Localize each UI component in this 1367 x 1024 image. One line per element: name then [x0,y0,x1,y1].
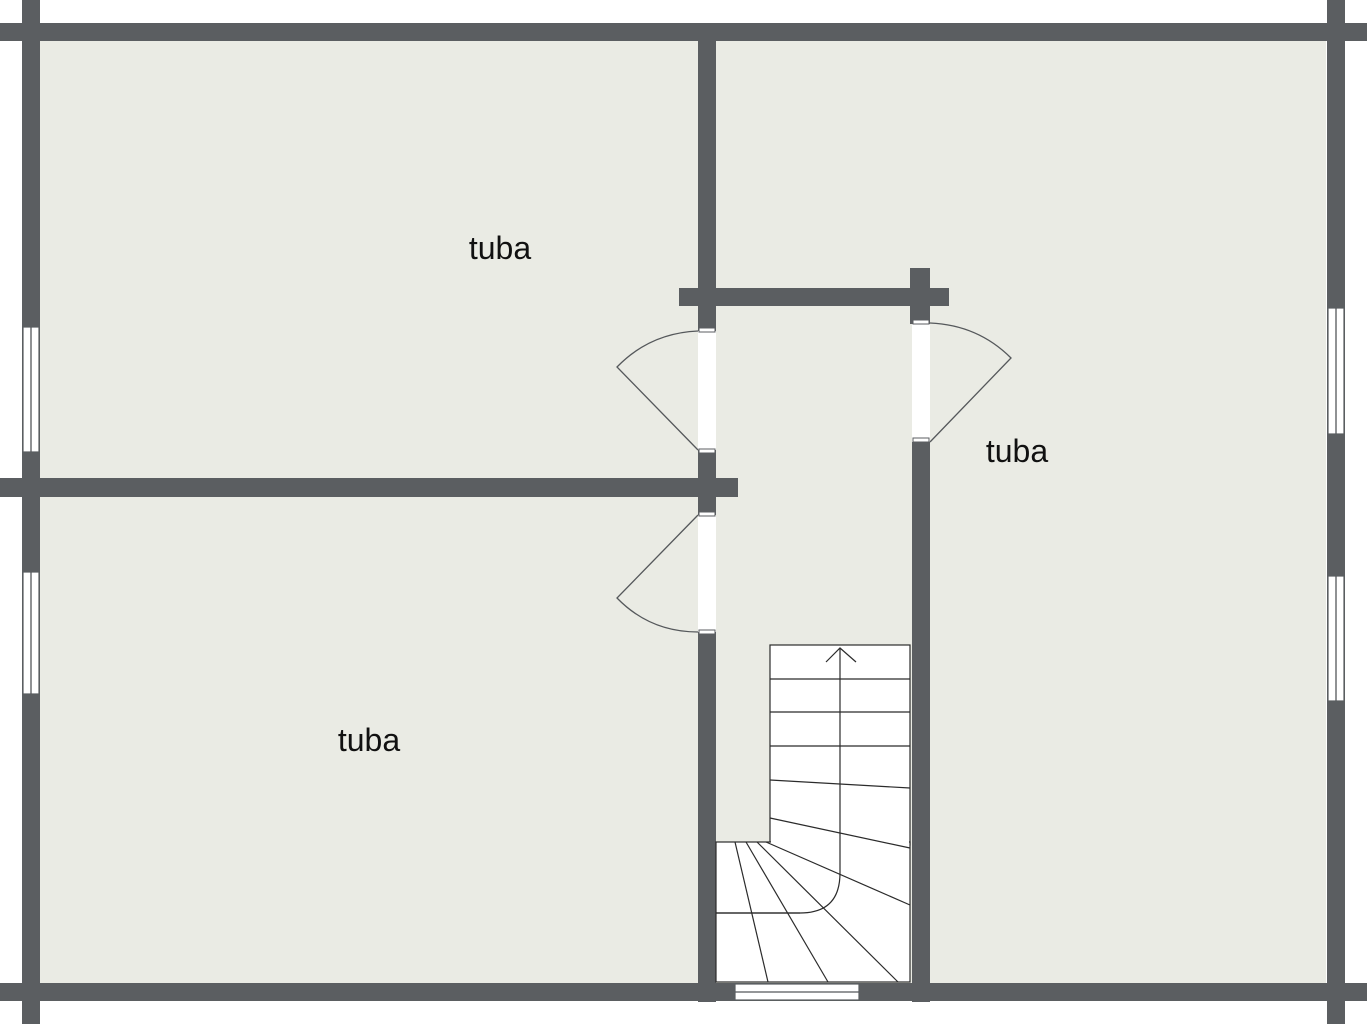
wall-hallway-right [912,442,930,1002]
wall-hallway-top-post [910,268,930,324]
door-jamb [698,629,716,635]
stair-tread [756,841,899,983]
door-jamb [912,319,930,325]
floor-bottom-left-room [40,497,698,983]
wall-left-rooms-divider [0,478,738,497]
wall-hallway-top [679,288,949,306]
door-jamb [698,327,716,333]
room-label-top-left: tuba [469,230,531,266]
stair-tread [765,841,911,906]
wall-right [1327,0,1345,1024]
room-label-right: tuba [986,433,1048,469]
wall-center-middle [698,450,716,515]
door-top-left-room [616,330,699,451]
door-bottom-left-room [616,514,699,633]
stair-direction-arrow-icon [825,647,857,663]
stair-tread [734,841,769,983]
stair-tread [745,841,829,983]
door-jamb [912,437,930,443]
wall-left [22,0,40,1024]
floor-top-left-room [40,41,698,487]
wall-top [0,23,1367,41]
floor-areas [40,41,1326,983]
door-right-room [929,322,1012,443]
floor-right-room-lower [930,291,1326,983]
door-jamb [698,448,716,454]
wall-center-bottom [698,632,716,1002]
windows [22,307,1345,1001]
room-label-bottom-left: tuba [338,722,400,758]
floor-right-room [716,41,1326,291]
room-labels: tuba tuba tuba [338,230,1048,758]
wall-bottom [0,983,1367,1001]
staircase [715,644,911,983]
door-jamb [698,511,716,517]
wall-center-top [698,41,716,331]
stair-walking-line [716,648,841,914]
doors [616,319,1012,635]
